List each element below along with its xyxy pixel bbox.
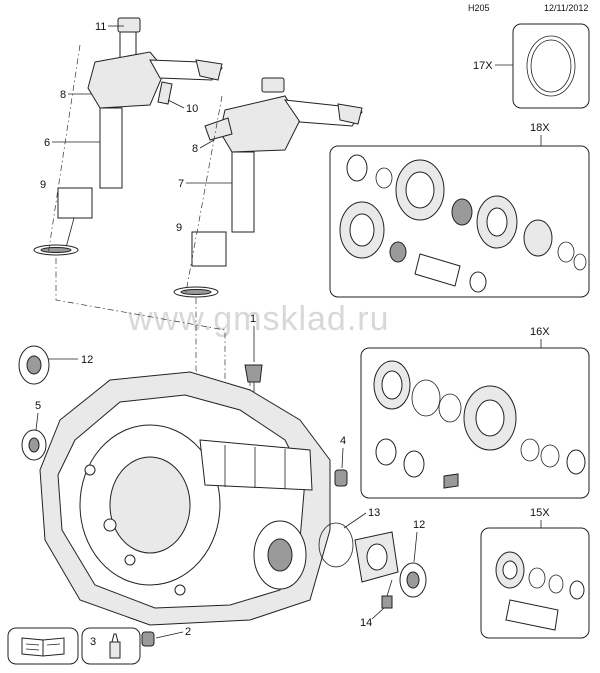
gasket-13 bbox=[318, 522, 354, 568]
callout-14: 14 bbox=[360, 617, 372, 629]
alignment-line bbox=[195, 298, 216, 421]
seal-5 bbox=[21, 429, 47, 461]
plug-1 bbox=[244, 364, 263, 392]
shift-shaft-assembly-left bbox=[33, 17, 223, 256]
seal-12-left bbox=[18, 345, 50, 385]
kit-18x: 18X bbox=[329, 122, 590, 298]
legend-manual-box bbox=[7, 627, 79, 665]
plug-4 bbox=[334, 469, 348, 487]
bolt-14 bbox=[381, 579, 393, 609]
seal-12-right bbox=[399, 562, 427, 598]
callout-9b: 9 bbox=[176, 222, 182, 234]
transmission-housing bbox=[39, 371, 331, 626]
callout-8a: 8 bbox=[60, 89, 66, 101]
kit-18x-label: 18X bbox=[530, 122, 550, 134]
watermark-text: www.gmsklad.ru bbox=[127, 300, 390, 338]
callouts: 11 8 6 9 10 8 7 9 1 12 5 4 13 12 14 2 bbox=[35, 21, 425, 639]
callout-3: 3 bbox=[90, 636, 96, 648]
callout-6: 6 bbox=[44, 137, 50, 149]
alignment-line bbox=[47, 44, 81, 256]
plug-2 bbox=[141, 631, 155, 647]
callout-7: 7 bbox=[178, 178, 184, 190]
callout-1: 1 bbox=[250, 313, 256, 325]
alignment-line bbox=[55, 258, 226, 400]
callout-2: 2 bbox=[185, 626, 191, 638]
bearing-cover bbox=[354, 531, 399, 583]
callout-4: 4 bbox=[340, 435, 346, 447]
kit-17x: 17X bbox=[473, 23, 590, 109]
callout-10: 10 bbox=[186, 103, 198, 115]
callout-8b: 8 bbox=[192, 143, 198, 155]
callout-11: 11 bbox=[95, 21, 106, 33]
kit-17x-label: 17X bbox=[473, 60, 493, 72]
kit-16x: 16X bbox=[360, 326, 590, 499]
callout-12-right: 12 bbox=[413, 519, 425, 531]
legend-sealant-box: 3 bbox=[81, 627, 141, 665]
callout-12-left: 12 bbox=[81, 354, 93, 366]
diagram-date: 12/11/2012 bbox=[544, 3, 588, 13]
diagram-code: H205 bbox=[468, 3, 490, 13]
kit-16x-label: 16X bbox=[530, 326, 550, 338]
kit-15x-label: 15X bbox=[530, 507, 550, 519]
callout-13: 13 bbox=[368, 507, 380, 519]
shift-shaft-assembly-right bbox=[173, 77, 363, 298]
callout-9a: 9 bbox=[40, 179, 46, 191]
callout-5: 5 bbox=[35, 400, 41, 412]
alignment-line bbox=[185, 95, 223, 293]
kit-15x: 15X bbox=[480, 507, 590, 639]
